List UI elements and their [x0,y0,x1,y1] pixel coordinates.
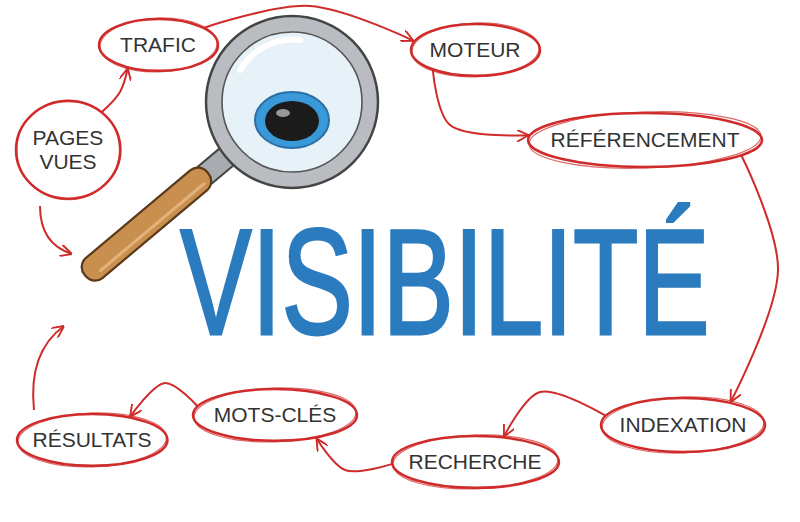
eye-iris [255,92,329,148]
keyword-text: MOTEUR [430,38,521,62]
flow-arrow [433,71,529,136]
keyword-text: INDEXATION [620,413,747,437]
pointer-arrow [33,326,64,410]
keyword-ellipse: RÉSULTATS [14,411,170,469]
keyword-text: RÉSULTATS [32,428,151,452]
keyword-text: MOTS-CLÉS [214,403,337,427]
ellipse-stroke [392,436,559,488]
eye-pupil [265,101,319,141]
keyword-ellipse: RÉFÉRENCEMENT [525,110,765,170]
keyword-ellipse: MOTEUR [408,21,543,79]
ellipse-stroke [193,389,357,441]
lens-glass [222,32,362,172]
flow-arrow [204,6,413,41]
keyword-text: TRAFIC [120,33,196,57]
ellipse-stroke [528,113,762,167]
ellipse-sketch [601,394,765,456]
keyword-text: RÉFÉRENCEMENT [550,128,739,152]
ellipse-sketch [17,410,167,469]
ellipse-sketch [392,432,559,492]
ellipse-stroke [17,414,167,466]
flow-arrow [102,68,128,111]
keyword-text: RECHERCHE [408,450,541,474]
keyword-text: PAGES VUES [28,126,108,174]
lens-highlight [240,40,300,70]
pointer-arrow [40,206,72,254]
keyword-ellipse: RECHERCHE [389,433,562,491]
flow-arrow [504,391,605,436]
keyword-ellipse: TRAFIC [96,16,221,74]
ellipse-sketch [99,16,218,74]
ellipse-sketch [15,98,121,201]
keyword-ellipse: INDEXATION [598,395,768,455]
flow-arrow [317,438,391,471]
flow-arrow [130,383,197,417]
keyword-ellipse: MOTS-CLÉS [190,386,360,444]
ellipse-sketch [193,385,357,444]
keyword-ellipse: PAGES VUES [13,98,123,202]
title-word: VISIBILITÉ [180,207,709,357]
lens-rim [206,16,378,188]
flow-arrow [731,156,778,402]
ellipse-stroke [601,398,765,452]
ellipse-sketch [528,108,762,172]
ellipse-sketch [411,21,540,79]
eye-highlight [276,109,290,117]
